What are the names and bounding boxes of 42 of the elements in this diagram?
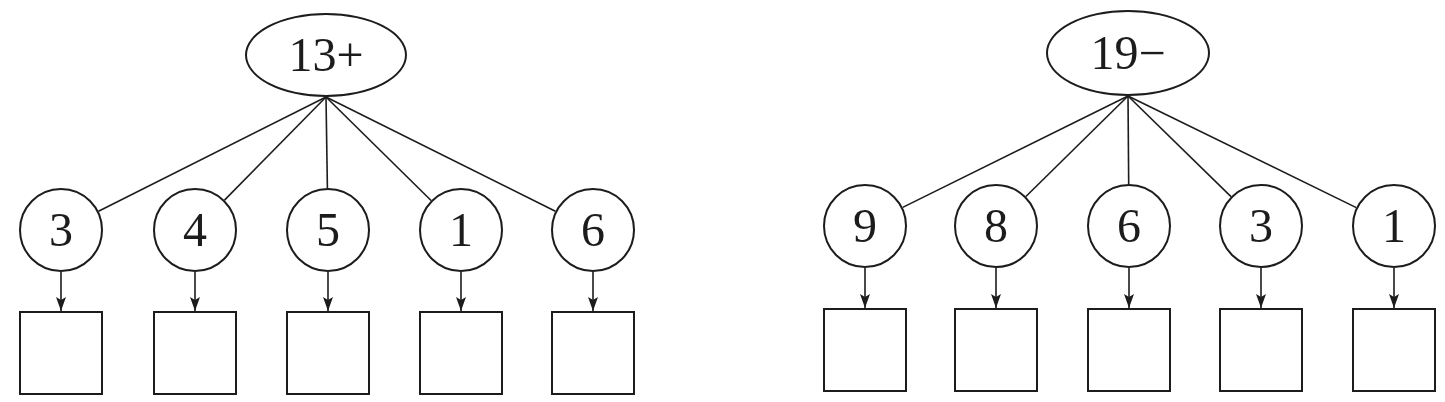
connector-line (325, 96, 557, 213)
arrow (56, 271, 66, 312)
number-text: 5 (316, 206, 340, 254)
answer-box (1219, 308, 1303, 392)
number-text: 9 (853, 202, 877, 250)
connector-line (325, 96, 432, 202)
arrow (323, 271, 333, 312)
answer-box (1352, 308, 1436, 392)
number-text: 3 (1249, 202, 1273, 250)
answer-box (1087, 308, 1171, 392)
number-text: 8 (984, 202, 1008, 250)
answer-box (551, 311, 635, 395)
answer-box (19, 311, 103, 395)
number-text: 4 (183, 206, 207, 254)
number-text: 1 (449, 206, 473, 254)
arrow (588, 271, 598, 312)
answer-box (286, 311, 370, 395)
connector-line (901, 95, 1129, 209)
operation-text: 19− (1090, 29, 1166, 77)
connector-line (1025, 95, 1129, 198)
connector-line (325, 96, 329, 189)
answer-box (153, 311, 237, 395)
number-text: 1 (1382, 202, 1406, 250)
arrow (190, 271, 200, 312)
connector-line (1127, 95, 1130, 185)
arrow (860, 267, 870, 309)
answer-box (823, 308, 907, 392)
connector-line (1127, 95, 1232, 198)
arrow (1124, 267, 1134, 309)
number-text: 3 (49, 206, 73, 254)
connector-line (1127, 95, 1358, 209)
arrow (456, 271, 466, 312)
arrow (991, 267, 1001, 309)
answer-box (419, 311, 503, 395)
answer-box (954, 308, 1038, 392)
connector-line (223, 96, 327, 201)
number-text: 6 (1117, 202, 1141, 250)
arrow (1256, 267, 1266, 309)
arrow (1389, 267, 1399, 309)
operation-text: 13+ (288, 31, 364, 79)
number-text: 6 (581, 206, 605, 254)
connector-line (97, 96, 327, 212)
